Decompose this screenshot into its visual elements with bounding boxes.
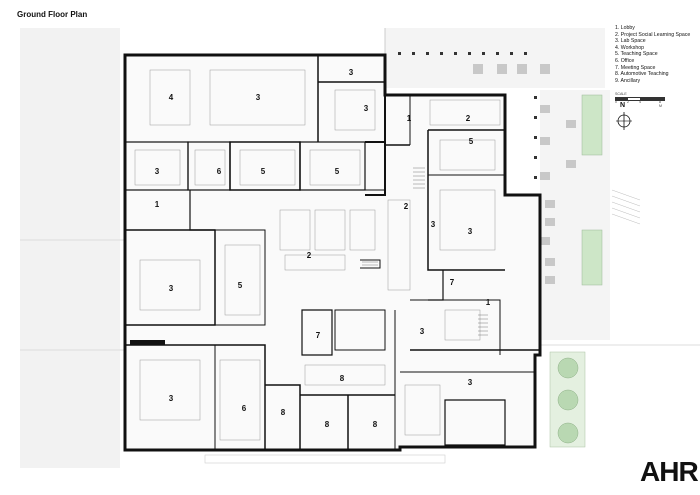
room-label: 8	[325, 420, 330, 429]
stairs-icon	[362, 167, 488, 336]
scale-bar: SCALE 0 2 4 8 M	[615, 92, 665, 108]
tree-icon	[557, 422, 579, 444]
building-walls	[123, 53, 542, 452]
room-label: 3	[364, 104, 369, 113]
north-arrow-icon	[616, 112, 632, 130]
room-legend: 1. Lobby 2. Project Social Learning Spac…	[615, 25, 690, 84]
legend-item: 1. Lobby	[615, 25, 635, 31]
room-label: 3	[169, 394, 174, 403]
room-label: 3	[256, 93, 261, 102]
scale-label: SCALE	[615, 92, 627, 96]
room-label: 3	[349, 68, 354, 77]
plan-title: Ground Floor Plan	[17, 10, 88, 19]
room-label: 8	[340, 374, 345, 383]
room-label: 6	[217, 167, 222, 176]
room-label: 7	[316, 331, 321, 340]
legend-item: 3. Lab Space	[615, 38, 646, 45]
room-label: 1	[407, 114, 412, 123]
room-label: 4	[169, 93, 174, 102]
room-label: 1	[155, 200, 160, 209]
north-label: N	[620, 102, 626, 109]
legend-item: 9. Ancillary	[615, 77, 641, 84]
room-label: 5	[238, 281, 243, 290]
room-label: 3	[468, 227, 473, 236]
legend-item: 2. Project Social Learning Space	[615, 31, 691, 38]
room-label: 5	[469, 137, 474, 146]
room-label: 3	[468, 378, 473, 387]
room-label: 8	[281, 408, 286, 417]
room-label: 1	[486, 298, 491, 307]
room-label: 8	[373, 420, 378, 429]
site-background	[20, 28, 700, 468]
room-label: 2	[404, 202, 409, 211]
scale-tick: 0	[615, 100, 617, 104]
furniture	[134, 69, 501, 441]
legend-item: 4. Workshop	[615, 44, 645, 51]
tree-icon	[557, 389, 579, 411]
legend-item: 6. Office	[615, 57, 635, 64]
legend-item: 7. Meeting Space	[615, 64, 656, 71]
legend-item: 5. Teaching Space	[615, 51, 658, 58]
legend-item: 8. Automotive Teaching	[615, 71, 669, 78]
room-label: 5	[261, 167, 266, 176]
scale-tick: 4	[639, 100, 641, 104]
room-label: 3	[169, 284, 174, 293]
tree-icon	[557, 357, 579, 379]
room-label: 2	[307, 251, 312, 260]
ahr-logo: AHR	[640, 456, 699, 487]
room-label: 7	[450, 278, 455, 287]
room-label: 3	[420, 327, 425, 336]
room-label: 2	[466, 114, 471, 123]
scale-tick: 8 M	[659, 100, 662, 108]
room-label: 5	[335, 167, 340, 176]
room-label: 3	[155, 167, 160, 176]
room-labels: 3 4 3 3 1 2 5 3 6 5 5 2 3 1 2 3 5 7 1 7 …	[155, 68, 491, 429]
room-label: 3	[431, 220, 436, 229]
room-label: 6	[242, 404, 247, 413]
scale-tick: 2	[627, 100, 629, 104]
